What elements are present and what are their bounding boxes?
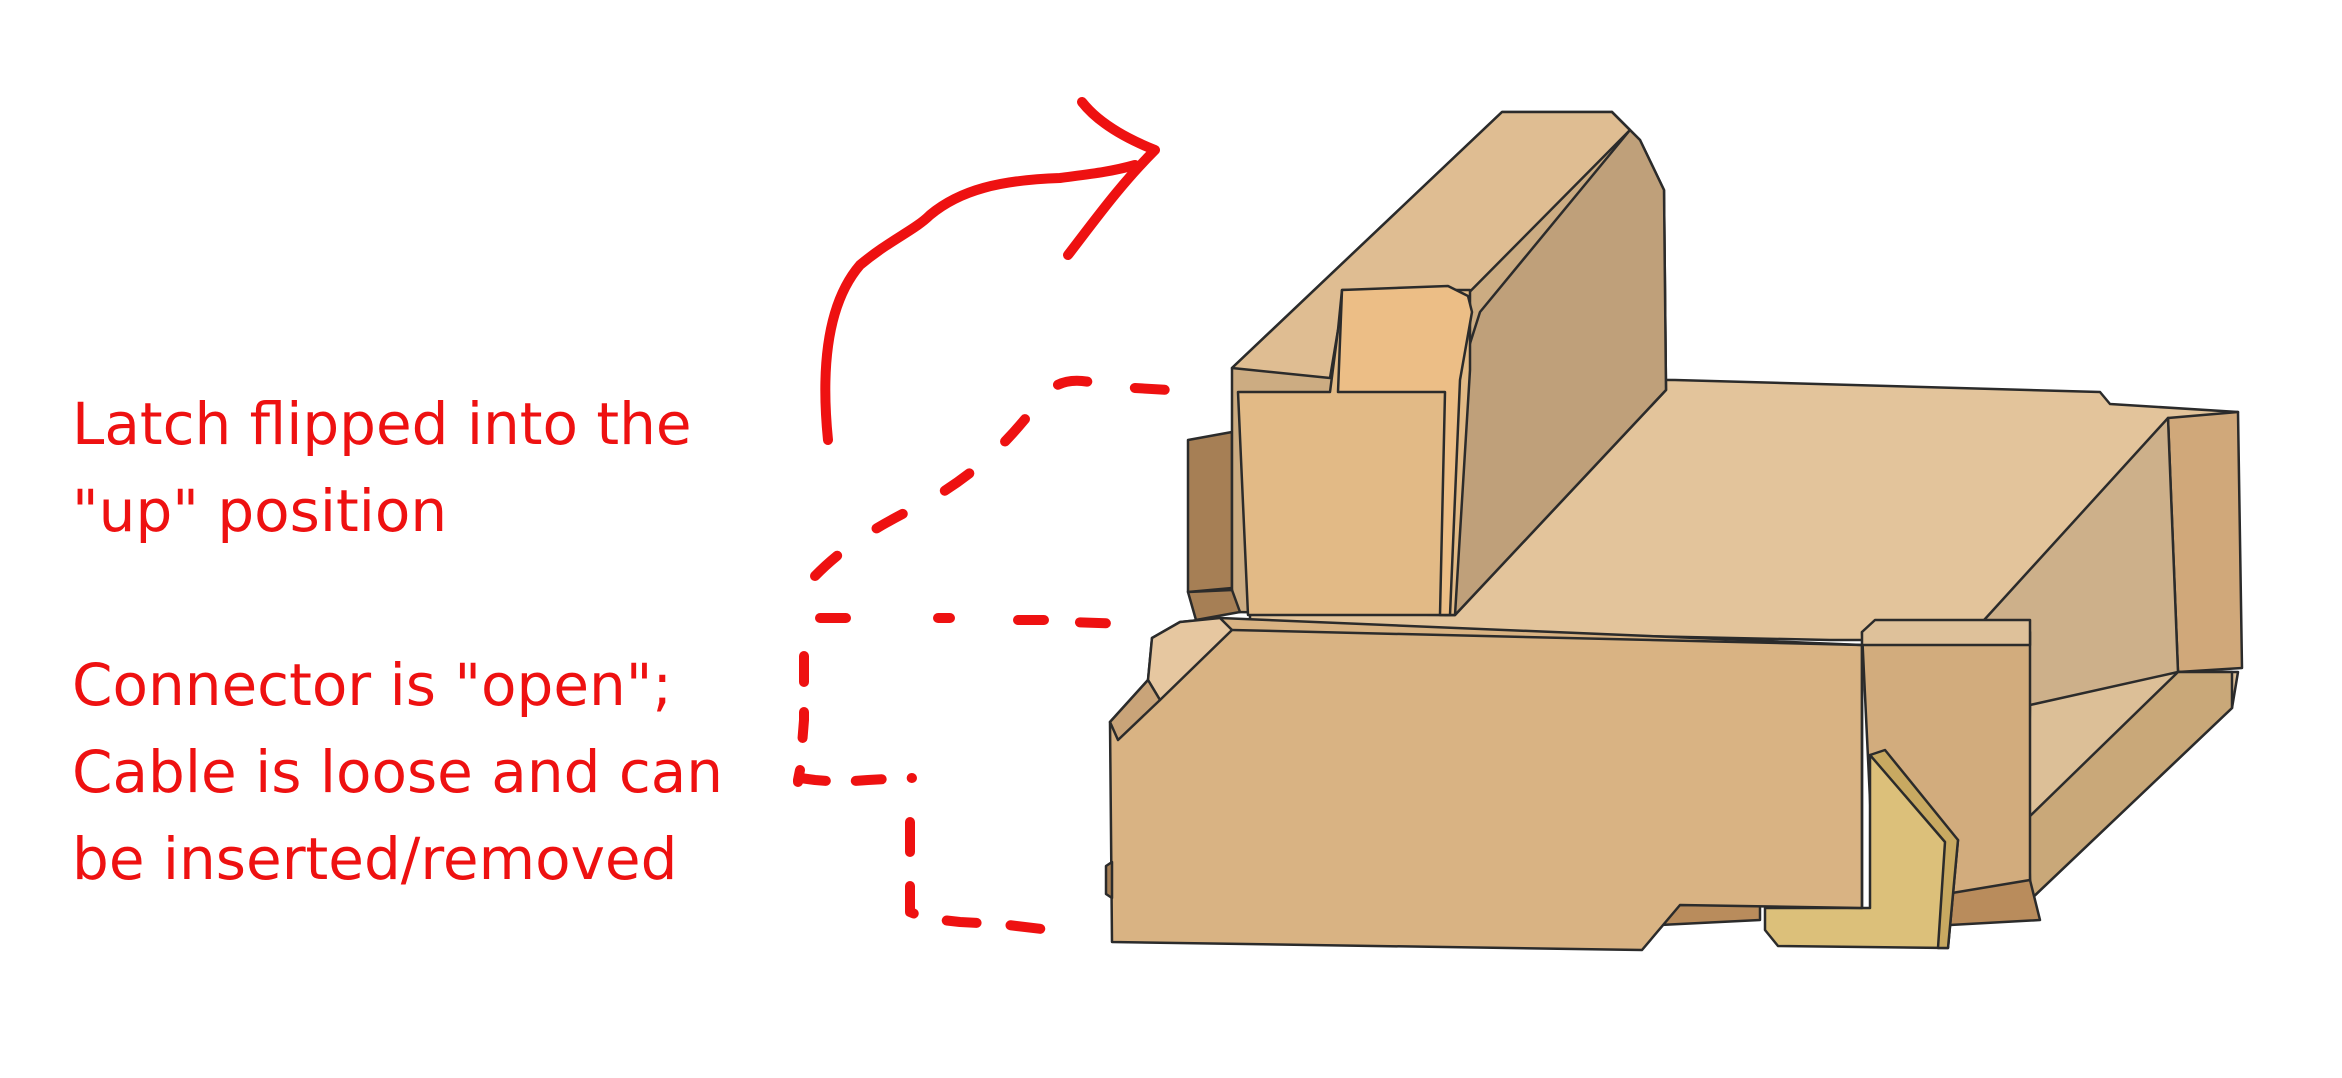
flip-arrow-icon [820,160,1140,445]
right-side-wall-top [1860,618,2032,647]
flip-arrow-head-icon [1063,97,1160,260]
connector-closed-outline-bottom-icon [905,817,1073,943]
latch-closed-outline-icon [810,375,1205,581]
connector-state-note: Connector is "open"; Cable is loose and … [72,642,723,903]
latch-top-face [1230,110,1632,380]
latch-left-flange [1186,588,1242,622]
latch-note-line-2: "up" position [72,477,448,545]
left-mounting-tab [1186,430,1234,594]
connector-note-line-1: Connector is "open"; [72,651,672,719]
connector-closed-outline-icon [815,613,1133,629]
connector-closed-outline-side-icon [793,651,917,787]
housing-front-block [1108,616,1864,952]
latch-note-line-1: Latch flipped into the [72,390,692,458]
cable-entry-back-wall [2166,410,2244,674]
latch-front-raised [1336,284,1474,617]
housing-front-small-tab [1104,860,1114,900]
fpc-connector-render [1104,110,2244,952]
red-annotation-marks [793,97,1205,943]
metal-hold-down-tab-edge [1868,748,1960,950]
latch-position-note: Latch flipped into the "up" position [72,381,692,555]
housing-front-crease [1231,628,1863,647]
connector-note-line-3: be inserted/removed [72,825,678,893]
housing-front-left-bevel [1108,678,1162,742]
connector-note-line-2: Cable is loose and can [72,738,724,806]
